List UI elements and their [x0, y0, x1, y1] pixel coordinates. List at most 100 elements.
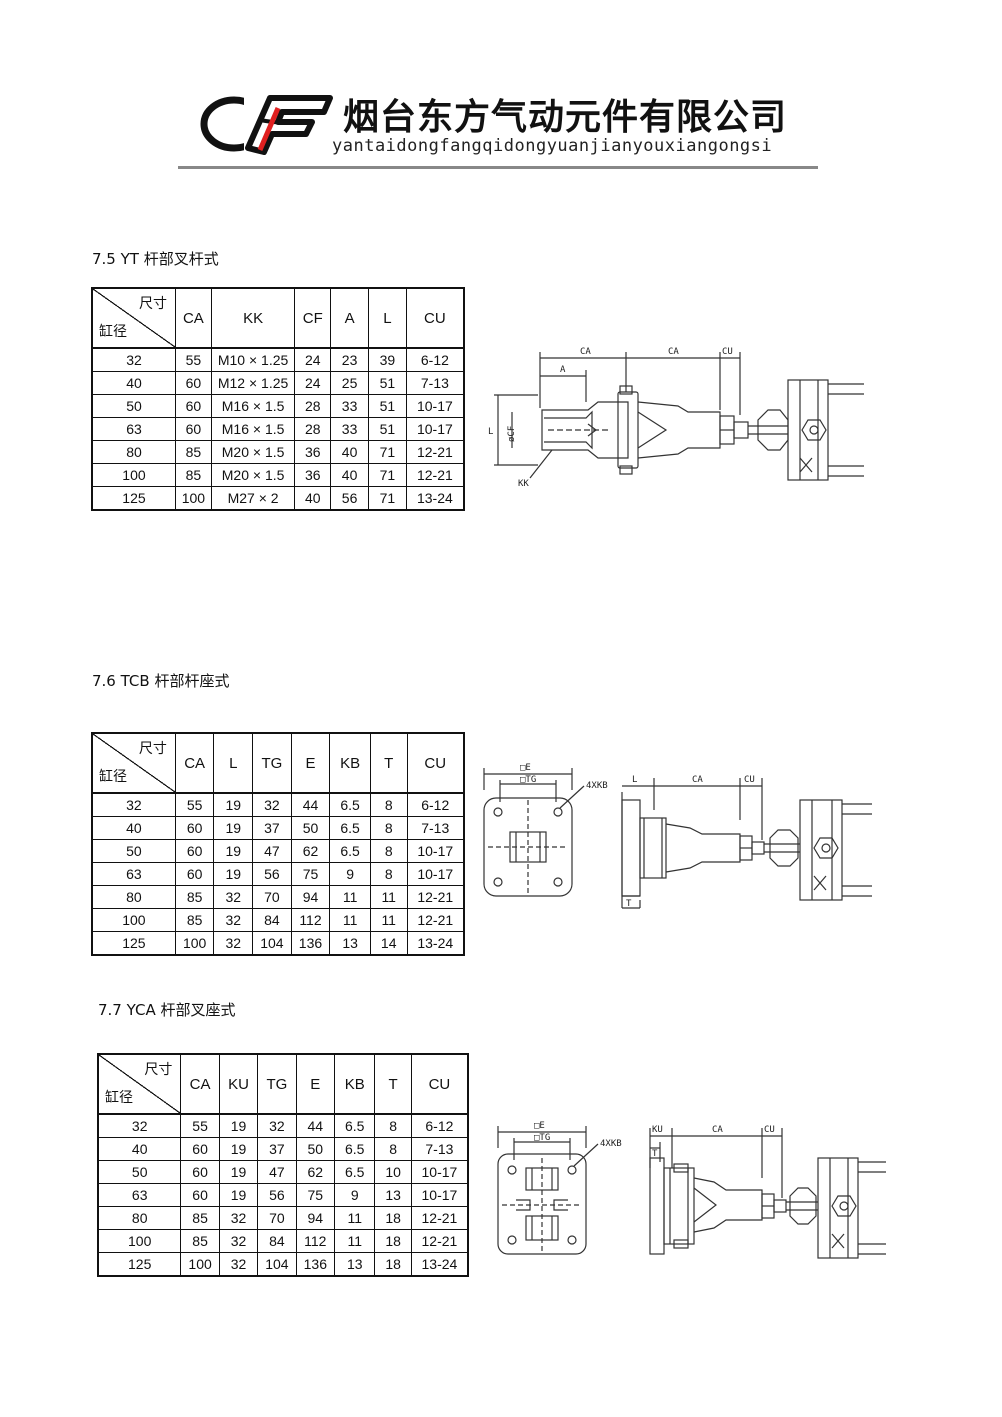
table-cell: 56 — [330, 486, 369, 511]
column-header: L — [213, 732, 254, 794]
column-header: E — [295, 1053, 336, 1115]
table-cell: 40 — [294, 486, 332, 511]
drawing-label: 4XKB — [586, 781, 608, 791]
table-cell: 32 — [213, 931, 254, 956]
table-cell: 8 — [369, 862, 408, 886]
table-cell: 71 — [367, 463, 407, 487]
table-cell: 7-13 — [410, 1137, 469, 1161]
drawing-label: □TG — [520, 775, 536, 785]
column-header: KK — [210, 287, 296, 349]
table-cell: 32 — [213, 908, 254, 932]
table-cell: 60 — [174, 394, 212, 418]
column-header: TG — [257, 1053, 297, 1115]
column-header: TG — [252, 732, 292, 794]
table-cell: 47 — [252, 839, 292, 863]
drawing-label: L — [488, 427, 493, 437]
table-cell: 19 — [218, 1160, 259, 1184]
table-cell: 23 — [330, 347, 369, 372]
drawing-label: CA — [580, 347, 591, 357]
table-cell: 37 — [257, 1137, 297, 1161]
drawing-label: □E — [520, 763, 531, 773]
table-cell: 94 — [295, 1206, 336, 1230]
table-cell: 8 — [369, 792, 408, 817]
column-header: CA — [180, 1053, 220, 1115]
table-cell: 8 — [374, 1113, 412, 1138]
table-cell: 85 — [174, 908, 215, 932]
table-cell: 10 — [374, 1160, 412, 1184]
table-header-row: 尺寸 缸径 CA KU TG E KB T CU — [97, 1053, 469, 1115]
table-cell: 55 — [174, 792, 215, 817]
table-cell: 11 — [334, 1206, 376, 1230]
table-cell: 125 — [91, 931, 176, 956]
table-cell: 32 — [91, 347, 176, 372]
table-cell: 50 — [295, 1137, 336, 1161]
table-cell: 100 — [174, 931, 215, 956]
column-header: T — [369, 732, 408, 794]
table-cell: 56 — [257, 1183, 297, 1207]
table-cell: 19 — [213, 862, 254, 886]
drawing-label: L — [632, 775, 637, 785]
table-cell: M16 × 1.5 — [210, 417, 296, 441]
table-cell: 6.5 — [334, 1113, 376, 1138]
table-cell: 19 — [218, 1113, 259, 1138]
table-cell: 14 — [369, 931, 408, 956]
table-cell: M20 × 1.5 — [210, 440, 296, 464]
table-cell: 32 — [252, 792, 292, 817]
table-cell: 11 — [369, 908, 408, 932]
table-cell: 25 — [330, 371, 369, 395]
table-cell: 84 — [257, 1229, 297, 1253]
table-cell: 32 — [257, 1113, 297, 1138]
table-cell: 100 — [180, 1252, 220, 1277]
table-cell: 60 — [174, 417, 212, 441]
table-cell: M20 × 1.5 — [210, 463, 296, 487]
table-cell: 6-12 — [410, 1113, 469, 1138]
column-header: CU — [405, 287, 465, 349]
table-cell: 70 — [257, 1206, 297, 1230]
column-header: CA — [174, 287, 212, 349]
table-cell: 50 — [91, 394, 176, 418]
table-cell: M12 × 1.25 — [210, 371, 296, 395]
table-cell: 8 — [374, 1137, 412, 1161]
drawing-label: CA — [668, 347, 679, 357]
section-title-yca: 7.7 YCA 杆部叉座式 — [98, 1001, 236, 1019]
table-cell: 80 — [91, 885, 176, 909]
table-cell: 6.5 — [334, 1160, 376, 1184]
table-cell: 6-12 — [406, 792, 465, 817]
table-cell: 6-12 — [405, 347, 465, 372]
table-cell: 32 — [91, 792, 176, 817]
table-cell: 12-21 — [410, 1206, 469, 1230]
table-cell: 71 — [367, 486, 407, 511]
table-cell: 55 — [174, 347, 212, 372]
corner-label-size: 尺寸 — [144, 1061, 173, 1077]
drawing-yt-rod-clevis: CA CA CU A L øCF KK — [488, 340, 868, 500]
table-cell: 9 — [334, 1183, 376, 1207]
table-header-row: 尺寸 缸径 CA L TG E KB T CU — [91, 732, 465, 794]
table-cell: 7-13 — [406, 816, 465, 840]
column-header: T — [374, 1053, 412, 1115]
column-header: CA — [174, 732, 215, 794]
table-cell: 11 — [329, 885, 371, 909]
table-cell: 51 — [367, 417, 407, 441]
table-cell: M16 × 1.5 — [210, 394, 296, 418]
table-cell: 100 — [97, 1229, 182, 1253]
table-cell: 44 — [295, 1113, 336, 1138]
drawing-label: □TG — [534, 1133, 550, 1143]
table-cell: 11 — [334, 1229, 376, 1253]
table-cell: 40 — [330, 463, 369, 487]
table-header-row: 尺寸 缸径 CA KK CF A L CU — [91, 287, 465, 349]
table-cell: 71 — [367, 440, 407, 464]
table-cell: 50 — [97, 1160, 182, 1184]
table-cell: 40 — [330, 440, 369, 464]
company-logo — [200, 90, 335, 158]
